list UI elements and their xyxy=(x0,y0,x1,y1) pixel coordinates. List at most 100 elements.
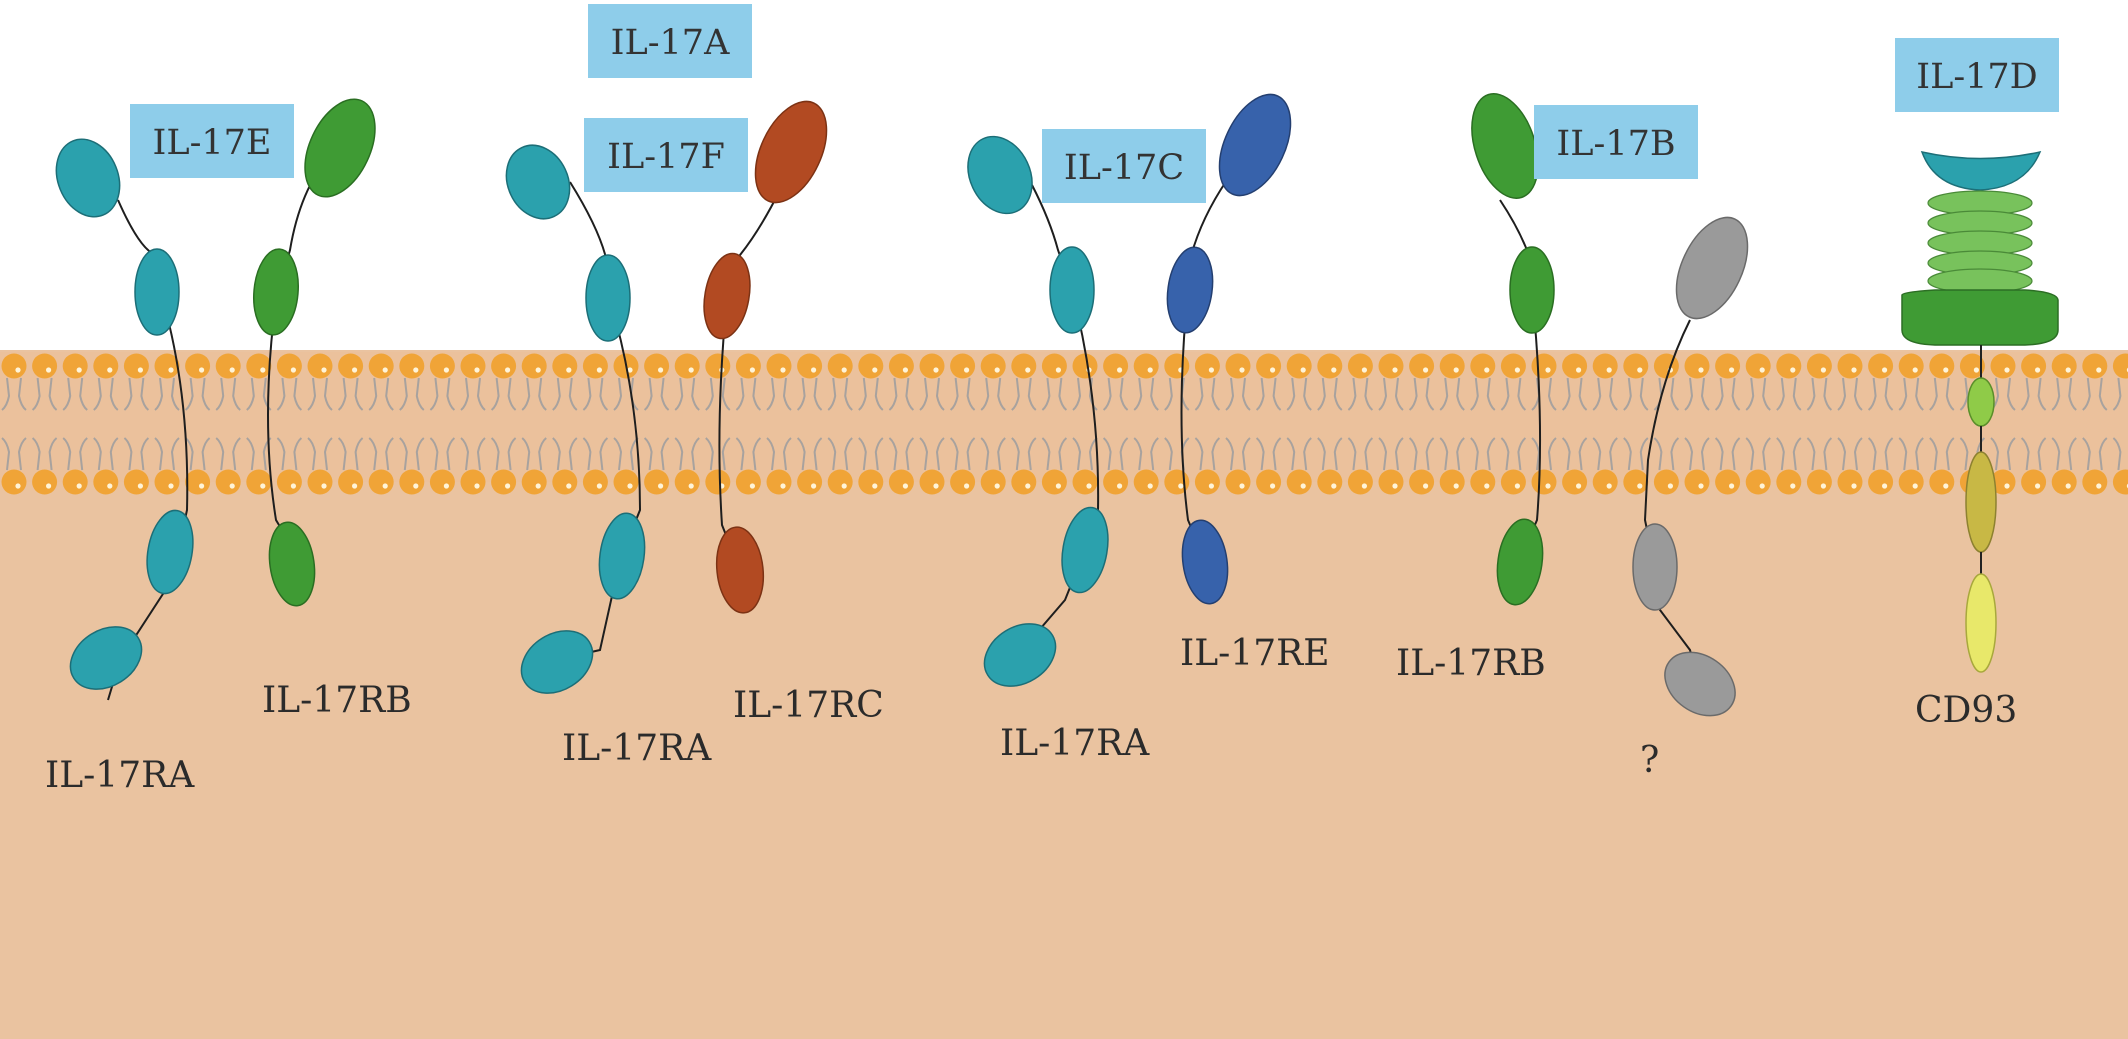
lipid-tail xyxy=(888,437,915,471)
lipid-tail xyxy=(1408,437,1435,471)
lipid-tail xyxy=(1317,377,1343,411)
lipid-highlight xyxy=(1851,483,1857,489)
lipid-highlight xyxy=(1270,483,1276,489)
lipid-highlight xyxy=(76,367,82,373)
lipid-tail xyxy=(1837,437,1863,471)
lipid-tail xyxy=(582,437,609,471)
lipid-pair xyxy=(766,353,792,495)
lipid-head xyxy=(429,469,455,495)
lipid-tail xyxy=(858,437,884,471)
lipid-pair xyxy=(399,353,425,495)
lipid-pair xyxy=(1531,353,1557,495)
lipid-highlight xyxy=(1331,367,1337,373)
receptor-ra1 xyxy=(55,138,194,701)
receptor-domain xyxy=(268,521,316,607)
lipid-tail xyxy=(1745,377,1771,411)
lipid-tail xyxy=(735,437,762,471)
lipid-highlight xyxy=(1117,367,1123,373)
lipid-highlight xyxy=(1545,367,1551,373)
lipid-highlight xyxy=(1698,483,1704,489)
lipid-head xyxy=(1,353,27,379)
lipid-pair xyxy=(1592,353,1618,495)
lipid-tail xyxy=(1286,377,1312,411)
lipid-highlight xyxy=(1759,367,1765,373)
receptor-domain xyxy=(598,512,646,600)
lipid-head xyxy=(1286,353,1312,379)
ligand-il17d: IL-17D xyxy=(1895,38,2059,112)
receptor-domain xyxy=(505,144,571,220)
lipid-highlight xyxy=(1361,367,1367,373)
lipid-pair xyxy=(307,353,333,495)
lipid-head xyxy=(1715,353,1741,379)
lipid-pair xyxy=(2020,353,2047,495)
lipid-tail xyxy=(2082,377,2108,411)
lipid-tail xyxy=(1990,437,2016,471)
lipid-pair xyxy=(735,353,762,495)
lipid-head xyxy=(1868,353,1894,379)
label-il17rb-2: IL-17RB xyxy=(1396,643,1546,684)
lipid-head xyxy=(1072,353,1098,379)
lipid-head xyxy=(1531,353,1557,379)
lipid-head xyxy=(950,353,976,379)
lipid-highlight xyxy=(658,367,664,373)
lipid-highlight xyxy=(1423,367,1429,373)
lipid-highlight xyxy=(2004,367,2010,373)
lipid-pair xyxy=(154,353,180,495)
lipid-highlight xyxy=(1912,483,1918,489)
label-il17ra-1: IL-17RA xyxy=(45,755,195,796)
lipid-head xyxy=(613,469,639,495)
lipid-head xyxy=(185,469,211,495)
lipid-tail xyxy=(93,377,119,411)
lipid-highlight xyxy=(1147,367,1153,373)
lipid-tail xyxy=(1225,437,1251,471)
receptor-rb1 xyxy=(253,98,376,607)
lipid-head xyxy=(950,469,976,495)
lipid-highlight xyxy=(505,483,511,489)
lipid-head xyxy=(399,469,425,495)
lipid-highlight xyxy=(2096,483,2102,489)
lipid-tail xyxy=(1133,377,1159,411)
lipid-head xyxy=(705,353,731,379)
lipid-head xyxy=(735,469,761,495)
lipid-highlight xyxy=(413,367,419,373)
lipid-highlight xyxy=(168,483,174,489)
label-il17re: IL-17RE xyxy=(1180,633,1329,674)
lipid-head xyxy=(1103,469,1129,495)
lipid-pair xyxy=(1561,353,1588,495)
lipid-head xyxy=(32,353,58,379)
lipid-tail xyxy=(521,437,547,471)
receptor-domain xyxy=(1496,518,1544,606)
lipid-pair xyxy=(827,353,853,495)
lipid-pair xyxy=(674,353,700,495)
lipid-head xyxy=(62,353,88,379)
lipid-head xyxy=(62,469,88,495)
lipid-pair xyxy=(246,353,272,495)
lipid-tail xyxy=(796,437,823,471)
lipid-highlight xyxy=(566,367,572,373)
lipid-pair xyxy=(1806,353,1833,495)
lipid-highlight xyxy=(2004,483,2010,489)
lipid-pair xyxy=(858,353,884,495)
lipid-tail xyxy=(674,377,700,411)
lipid-tail xyxy=(552,377,578,411)
lipid-head xyxy=(1684,469,1710,495)
lipid-highlight xyxy=(1973,367,1979,373)
lipid-tail xyxy=(827,377,853,411)
lipid-head xyxy=(1959,353,1985,379)
lipid-head xyxy=(1684,353,1710,379)
lipid-tail xyxy=(1255,377,1282,411)
lipid-tail xyxy=(246,377,272,411)
lipid-tail xyxy=(705,377,731,411)
lipid-highlight xyxy=(199,367,205,373)
lipid-highlight xyxy=(902,483,909,489)
receptor-chain xyxy=(1021,184,1100,651)
lipid-highlight xyxy=(872,483,878,489)
lipid-tail xyxy=(1011,437,1037,471)
lipid-highlight xyxy=(1423,483,1429,489)
lipid-tail xyxy=(1378,437,1404,471)
receptor-domain xyxy=(1675,216,1749,320)
lipid-tail xyxy=(31,437,58,471)
lipid-head xyxy=(276,469,302,495)
lipid-head xyxy=(1990,469,2016,495)
lipid-head xyxy=(1103,353,1129,379)
